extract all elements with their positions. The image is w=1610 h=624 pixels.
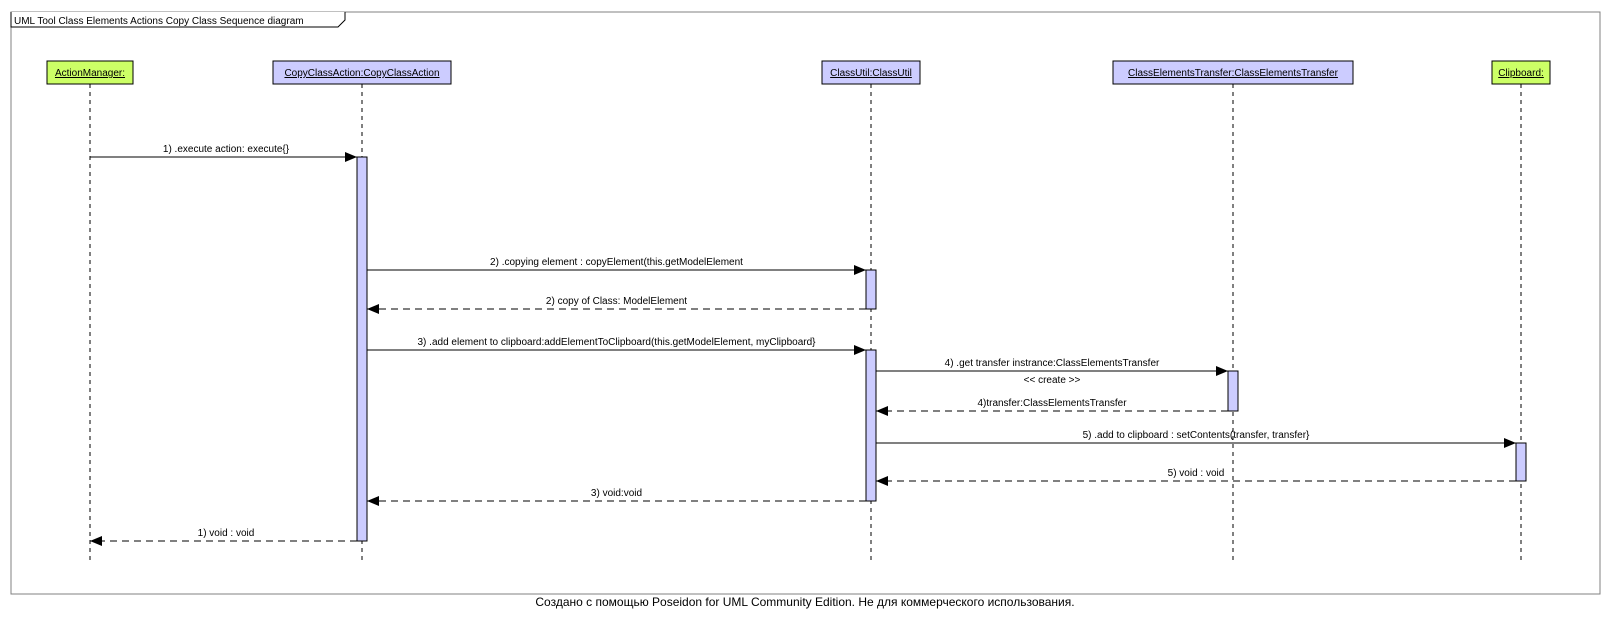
activation-cu xyxy=(865,349,877,502)
lifeline-cca[interactable]: CopyClassAction:CopyClassAction xyxy=(272,60,452,562)
arrowhead-icon xyxy=(367,304,379,314)
message-label: 2) copy of Class: ModelElement xyxy=(546,296,687,307)
arrowhead-icon xyxy=(345,152,357,162)
frame-title: UML Tool Class Elements Actions Copy Cla… xyxy=(14,16,304,27)
lifeline-box[interactable] xyxy=(46,60,134,85)
message-label: 3) void:void xyxy=(591,488,642,499)
message-4[interactable]: 3) .add element to clipboard:addElementT… xyxy=(367,337,866,355)
message-6[interactable]: 4)transfer:ClassElementsTransfer xyxy=(876,398,1228,416)
message-label: 1) .execute action: execute{} xyxy=(163,144,290,155)
activation-cb xyxy=(1515,442,1527,482)
arrowhead-icon xyxy=(1216,366,1228,376)
lifeline-am[interactable]: ActionManager: xyxy=(46,60,134,562)
lifeline-box[interactable] xyxy=(1112,60,1354,85)
lifeline-label: ClassElementsTransfer:ClassElementsTrans… xyxy=(1128,68,1339,79)
message-label: 4)transfer:ClassElementsTransfer xyxy=(977,398,1127,409)
frame-title-tab xyxy=(10,12,346,28)
arrowhead-icon xyxy=(1504,438,1516,448)
arrowhead-icon xyxy=(854,345,866,355)
activation-cca xyxy=(356,156,368,542)
lifeline-box[interactable] xyxy=(821,60,921,85)
lifeline-label: ActionManager: xyxy=(55,68,125,79)
message-label: 1) void : void xyxy=(198,528,255,539)
lifeline-cb[interactable]: Clipboard: xyxy=(1491,60,1551,562)
message-label: 5) void : void xyxy=(1168,468,1225,479)
message-8[interactable]: 5) void : void xyxy=(876,468,1516,486)
activation-bars xyxy=(356,156,1527,542)
message-2[interactable]: 2) .copying element : copyElement(this.g… xyxy=(367,257,866,275)
arrowhead-icon xyxy=(854,265,866,275)
lifeline-cet[interactable]: ClassElementsTransfer:ClassElementsTrans… xyxy=(1112,60,1354,562)
lifeline-cu[interactable]: ClassUtil:ClassUtil xyxy=(821,60,921,562)
lifeline-label: Clipboard: xyxy=(1498,68,1544,79)
message-label: 3) .add element to clipboard:addElementT… xyxy=(418,337,817,348)
message-10[interactable]: 1) void : void xyxy=(90,528,357,546)
arrowhead-icon xyxy=(90,536,102,546)
lifeline-label: CopyClassAction:CopyClassAction xyxy=(284,68,439,79)
message-label: 2) .copying element : copyElement(this.g… xyxy=(490,257,743,268)
diagram-frame xyxy=(10,11,1601,595)
lifelines: ActionManager: CopyClassAction:CopyClassA… xyxy=(46,60,1551,562)
message-5[interactable]: 4) .get transfer instrance:ClassElements… xyxy=(876,358,1228,386)
activation-cet xyxy=(1227,370,1239,412)
lifeline-box[interactable] xyxy=(1491,60,1551,85)
message-9[interactable]: 3) void:void xyxy=(367,488,866,506)
arrowhead-icon xyxy=(876,476,888,486)
message-label: 4) .get transfer instrance:ClassElements… xyxy=(945,358,1160,369)
lifeline-label: ClassUtil:ClassUtil xyxy=(830,68,912,79)
activation-cu xyxy=(865,269,877,310)
message-1[interactable]: 1) .execute action: execute{} xyxy=(90,144,357,162)
lifeline-box[interactable] xyxy=(272,60,452,85)
message-3[interactable]: 2) copy of Class: ModelElement xyxy=(367,296,866,314)
message-label: 5) .add to clipboard : setContents(trans… xyxy=(1083,430,1310,441)
message-stereotype: << create >> xyxy=(1024,375,1081,386)
messages: 1) .execute action: execute{} 2) .copying… xyxy=(90,144,1516,546)
message-7[interactable]: 5) .add to clipboard : setContents(trans… xyxy=(876,430,1516,448)
arrowhead-icon xyxy=(876,406,888,416)
footer-note: Создано с помощью Poseidon for UML Commu… xyxy=(535,595,1074,609)
arrowhead-icon xyxy=(367,496,379,506)
